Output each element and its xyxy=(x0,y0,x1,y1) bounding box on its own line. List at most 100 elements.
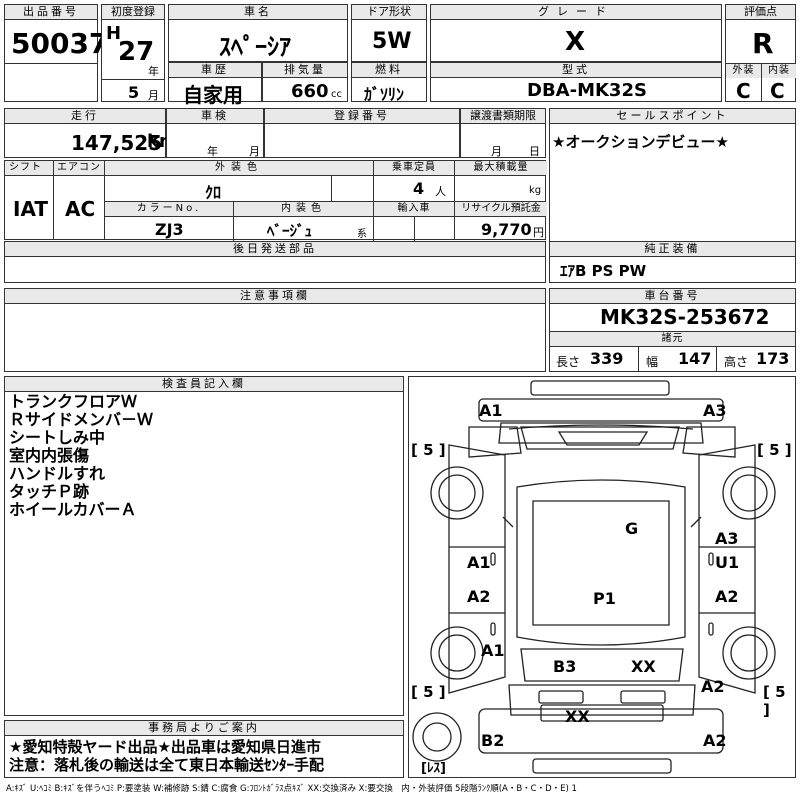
year-unit: 年 xyxy=(148,65,159,78)
displacement: 660 xyxy=(291,81,329,102)
cc-unit: cc xyxy=(331,89,342,100)
mark-windshield: G xyxy=(625,519,639,538)
month-unit: 月 xyxy=(148,89,159,102)
first-registration-label: 初度登録 xyxy=(102,5,164,20)
sales-point-box: セールスポイント ★オークションデビュー★ xyxy=(549,108,796,256)
transfer-day-unit: 日 xyxy=(529,145,540,158)
inspector-notes-label: 検査員記入欄 xyxy=(5,377,403,392)
tire-front-right: [ 5 ] xyxy=(757,441,792,459)
inspector-notes-box: 検査員記入欄 トランクフロアＷ Ｒサイドメンバ－Ｗ シートしみ中 室内内張傷 ハ… xyxy=(4,376,404,716)
transfer-deadline-label: 譲渡書類期限 xyxy=(461,109,545,124)
mileage: 147,525 xyxy=(71,131,163,155)
recycle-label: リサイクル預託金 xyxy=(455,202,547,216)
door-box: ドア形状 5W xyxy=(351,4,427,62)
fuel-label: 燃料 xyxy=(352,63,426,78)
interior-grade: C xyxy=(770,79,785,103)
mark-right-front-door-u: U1 xyxy=(715,553,740,572)
exterior-grade: C xyxy=(736,79,751,103)
exterior-color: ｸﾛ xyxy=(205,183,222,202)
grade-box: グレード X xyxy=(430,4,722,62)
tire-rear-left: [ 5 ] xyxy=(411,683,446,701)
person-unit: 人 xyxy=(435,185,446,198)
displacement-label: 排気量 xyxy=(263,63,347,78)
registration-number-label: 登録番号 xyxy=(265,109,459,124)
first-registration-box: 初度登録 H 27 年 5 月 xyxy=(101,4,165,102)
inspection-box: 車検 年 月 xyxy=(166,108,264,158)
inspector-note: タッチＰ跡 xyxy=(9,482,90,501)
inspector-note: ホイールカバーＡ xyxy=(9,500,137,519)
registration-month: 5 xyxy=(128,83,140,102)
inspection-year-unit: 年 xyxy=(207,145,218,158)
door-type: 5W xyxy=(372,29,412,54)
mark-rear-right: XX xyxy=(631,657,656,676)
later-parts-label: 後日発送部品 xyxy=(5,242,545,257)
inspector-note: トランクフロアＷ xyxy=(9,392,138,411)
mark-roof: P1 xyxy=(593,589,616,608)
length-label: 長さ xyxy=(556,355,581,369)
grade: X xyxy=(565,27,586,57)
width: 147 xyxy=(678,349,712,368)
capacity: 4 xyxy=(413,179,425,198)
mark-front-left: A1 xyxy=(479,401,503,420)
office-note: 注意：落札後の輸送は全て東日本輸送ｾﾝﾀｰ手配 xyxy=(9,756,325,774)
mark-bumper-left: B2 xyxy=(481,731,505,750)
equipment-box: 純正装備 ｴｱB PS PW xyxy=(549,241,796,283)
import-label: 輸入車 xyxy=(374,202,454,216)
inspector-notes-list: トランクフロアＷ Ｒサイドメンバ－Ｗ シートしみ中 室内内張傷 ハンドルすれ タ… xyxy=(9,393,153,519)
model: DBA-MK32S xyxy=(527,80,647,101)
mark-left-quarter: A1 xyxy=(481,641,505,660)
office-notes-label: 事務局よりご案内 xyxy=(5,721,403,736)
lot-number: 50037 xyxy=(11,27,109,60)
history: 自家用 xyxy=(183,83,243,107)
office-note: ★愛知特殻ヤード出品★出品車は愛知県日進市 xyxy=(9,738,321,756)
mark-rear-left: B3 xyxy=(553,657,577,676)
equipment: ｴｱB PS PW xyxy=(560,262,647,280)
car-name-label: 車名 xyxy=(169,5,347,20)
interior-color-label: 内装色 xyxy=(234,202,373,216)
height-label: 高さ xyxy=(724,355,749,369)
history-box: 車歴 自家用 xyxy=(168,62,262,107)
car-name: ｽﾍﾟｰｼｱ xyxy=(219,33,291,61)
mileage-box: 走行 147,525 km xyxy=(4,108,178,158)
grade-label: グレード xyxy=(431,5,721,20)
later-parts-box: 後日発送部品 xyxy=(4,241,546,283)
color-number-label: カラーNo. xyxy=(105,202,233,216)
mileage-label: 走行 xyxy=(5,109,165,124)
interior-color: ﾍﾞｰｼﾞｭ xyxy=(267,222,313,240)
mark-right-rear-door: A2 xyxy=(715,587,739,606)
mark-front-right: A3 xyxy=(703,401,727,420)
aircon: AC xyxy=(65,197,96,221)
model-label: 型式 xyxy=(431,63,721,78)
height: 173 xyxy=(756,349,790,368)
mark-bumper-right: A2 xyxy=(703,731,727,750)
yen-unit: 円 xyxy=(533,226,544,239)
registration-year: 27 xyxy=(118,37,155,67)
mark-tail: XX xyxy=(565,707,590,726)
inspector-note: 室内内張傷 xyxy=(9,446,90,465)
transfer-month-unit: 月 xyxy=(491,145,502,158)
width-label: 幅 xyxy=(646,355,659,369)
transfer-deadline-box: 譲渡書類期限 月 日 xyxy=(460,108,546,158)
fuel-box: 燃料 ｶﾞｿﾘﾝ xyxy=(351,62,427,104)
sales-point-label: セールスポイント xyxy=(550,109,795,124)
office-notes-box: 事務局よりご案内 ★愛知特殻ヤード出品★出品車は愛知県日進市 注意：落札後の輸送… xyxy=(4,720,404,778)
score-label: 評価点 xyxy=(726,5,795,20)
specs-label: 諸元 xyxy=(550,332,795,346)
length: 339 xyxy=(590,349,624,368)
mark-right-front-door-a: A3 xyxy=(715,529,739,548)
tire-rear-right: [ 5 ] xyxy=(763,683,786,719)
tire-front-left: [ 5 ] xyxy=(411,441,446,459)
sales-point: ★オークションデビュー★ xyxy=(552,133,729,151)
inspector-note: ハンドルすれ xyxy=(9,464,106,483)
office-notes-list: ★愛知特殻ヤード出品★出品車は愛知県日進市 注意：落札後の輸送は全て東日本輸送ｾ… xyxy=(9,738,324,774)
kei-unit: 系 xyxy=(357,229,367,240)
score-box: 評価点 R 外装 内装 C C xyxy=(725,4,796,103)
lot-number-label: 出品番号 xyxy=(5,5,97,20)
displacement-box: 排気量 660 cc xyxy=(262,62,348,102)
caution-label: 注意事項欄 xyxy=(5,289,545,304)
fuel: ｶﾞｿﾘﾝ xyxy=(364,85,405,104)
interior-grade-label: 内装 xyxy=(762,64,796,78)
inspector-note: Ｒサイドメンバ－Ｗ xyxy=(9,410,154,429)
car-name-box: 車名 ｽﾍﾟｰｼｱ xyxy=(168,4,348,62)
mark-left-front-door: A1 xyxy=(467,553,491,572)
